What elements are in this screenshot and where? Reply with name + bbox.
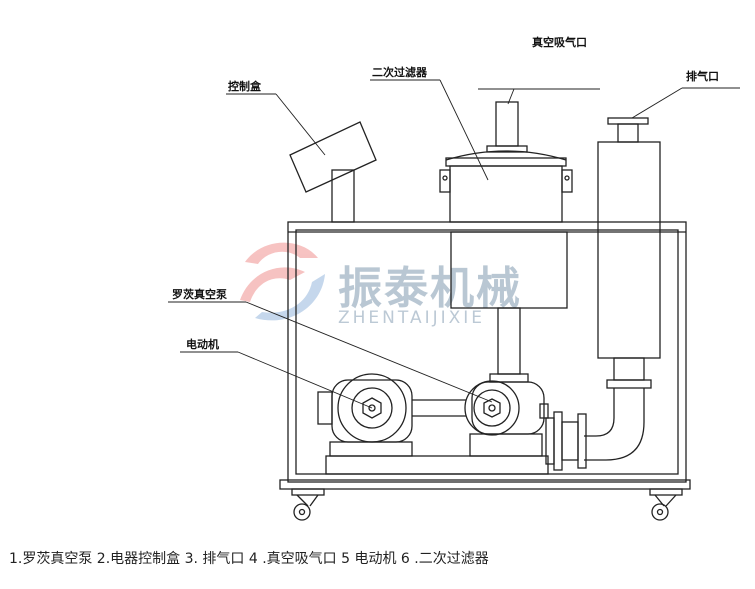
label-secondary-filter: 二次过滤器 <box>372 65 428 79</box>
label-exhaust: 排气口 <box>686 69 719 83</box>
control-box <box>289 121 377 223</box>
label-vacuum-inlet: 真空吸气口 <box>532 35 587 49</box>
watermark-brand-cn: 振泰机械 <box>338 263 522 314</box>
secondary-filter <box>439 101 573 309</box>
exhaust-silencer <box>597 117 661 389</box>
left-caster <box>291 488 325 521</box>
base-skid <box>325 433 549 475</box>
label-roots-pump: 罗茨真空泵 <box>172 287 227 301</box>
electric-motor <box>317 373 466 443</box>
label-motor: 电动机 <box>186 337 219 351</box>
right-caster <box>649 488 683 521</box>
exhaust-pipe <box>545 388 645 471</box>
watermark-logo <box>240 242 325 321</box>
roots-vacuum-pump <box>464 380 549 436</box>
watermark-brand-en: ZHENTAIJIXIE <box>338 308 485 328</box>
legend-caption: 1.罗茨真空泵 2.电器控制盒 3. 排气口 4 .真空吸气口 5 电动机 6 … <box>9 551 489 567</box>
label-control-box: 控制盒 <box>228 79 262 93</box>
riser-pipe <box>489 307 529 383</box>
leader-lines <box>168 79 740 409</box>
